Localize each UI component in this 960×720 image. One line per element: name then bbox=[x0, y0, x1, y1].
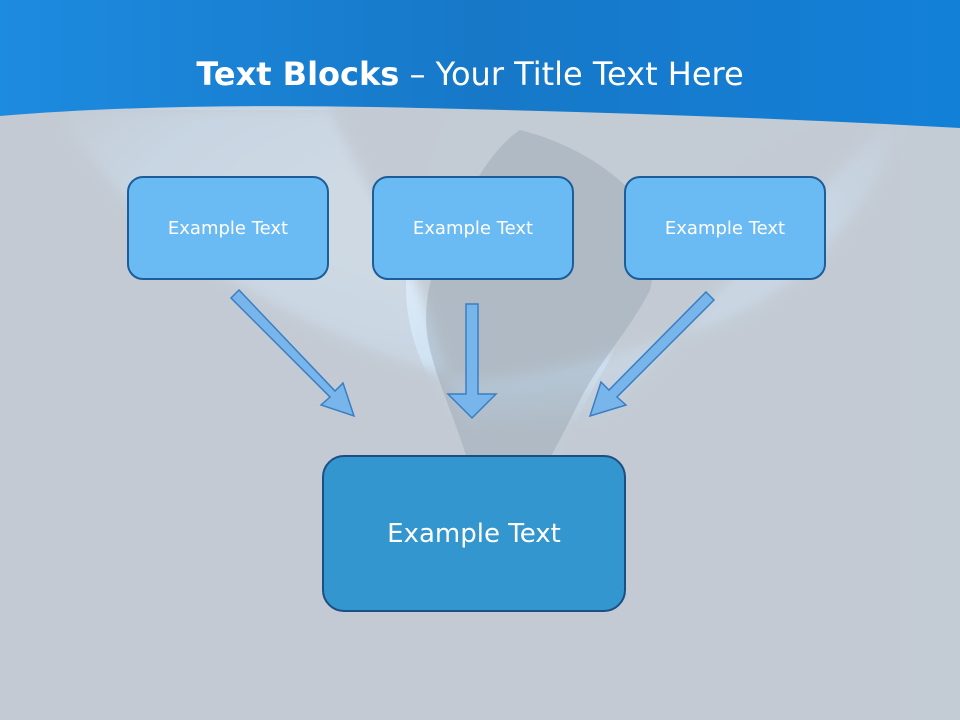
text-block-center[interactable]: Example Text bbox=[372, 176, 574, 280]
text-block-right[interactable]: Example Text bbox=[624, 176, 826, 280]
target-block-label: Example Text bbox=[387, 518, 561, 549]
header-band bbox=[0, 0, 960, 128]
title-bold: Text Blocks bbox=[196, 55, 400, 93]
text-block-right-label: Example Text bbox=[664, 217, 786, 239]
title-rest: Your Title Text Here bbox=[435, 55, 744, 93]
title-separator: – bbox=[399, 55, 436, 93]
target-block[interactable]: Example Text bbox=[322, 455, 626, 612]
text-block-center-label: Example Text bbox=[412, 217, 534, 239]
text-block-left[interactable]: Example Text bbox=[127, 176, 329, 280]
text-block-left-label: Example Text bbox=[167, 217, 289, 239]
slide-title: Text Blocks – Your Title Text Here bbox=[0, 52, 940, 96]
